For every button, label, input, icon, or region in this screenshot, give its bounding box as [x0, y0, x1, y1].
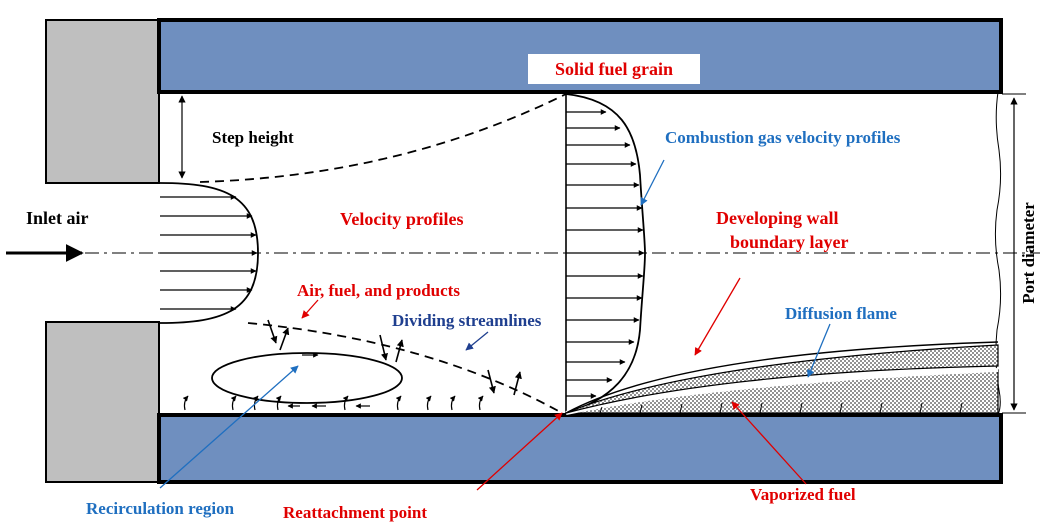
near-wall-flow-arrows	[182, 395, 484, 411]
lower-fuel-grain	[157, 413, 1003, 484]
solid-fuel-grain-label: Solid fuel grain	[555, 59, 673, 79]
lower-step-block	[45, 321, 160, 483]
air-fuel-products-label: Air, fuel, and products	[297, 281, 460, 300]
developing-wall-label-line1: Developing wall	[716, 208, 839, 228]
dividing-streamline-curve	[247, 322, 563, 414]
near-wall-arrow	[425, 395, 432, 411]
wall-tick	[719, 402, 723, 414]
developing-wall-leader	[694, 277, 741, 356]
vaporized-fuel-leader	[731, 401, 807, 485]
mixing-arrows	[267, 319, 522, 396]
reattachment-point-leader	[476, 412, 563, 491]
wall-tick	[599, 406, 603, 414]
upper-shear-layer	[199, 93, 567, 183]
dividing-streamlines-label: Dividing streamlines	[392, 311, 542, 330]
velocity-profiles-label: Velocity profiles	[340, 209, 464, 229]
recirculation-region-label: Recirculation region	[86, 499, 235, 518]
near-wall-arrow	[230, 395, 237, 411]
near-wall-arrow	[342, 395, 349, 411]
air-fuel-products-leader	[301, 299, 319, 319]
diffusion-flame-leader	[807, 323, 831, 378]
step-height-label: Step height	[212, 128, 294, 147]
boundary-layer-edge	[565, 341, 999, 414]
downstream-velocity-profile-curve	[565, 93, 646, 414]
mixing-arrow	[279, 327, 290, 351]
recirculation-flow-arrows	[287, 352, 370, 409]
wall-tick	[799, 402, 803, 414]
wall-surface-ticks	[599, 402, 963, 414]
port-diameter-label: Port diameter	[1019, 202, 1038, 304]
wall-tick	[679, 403, 683, 414]
recirculation-eddy	[211, 352, 403, 404]
wall-tick	[839, 402, 843, 414]
chamber-cut-edge	[994, 91, 1002, 416]
diffusion-flame-label: Diffusion flame	[785, 304, 897, 323]
recirculation-region-leader	[159, 365, 299, 489]
inlet-velocity-profile-curve	[159, 182, 259, 324]
near-wall-arrow	[477, 395, 484, 411]
vaporized-fuel-label: Vaporized fuel	[750, 485, 856, 504]
wall-tick	[879, 402, 883, 414]
mixing-arrow	[379, 334, 388, 361]
near-wall-arrow	[252, 395, 259, 411]
near-wall-arrow	[182, 395, 189, 411]
developing-wall-label-line2: boundary layer	[730, 232, 849, 252]
inlet-velocity-vectors	[160, 194, 258, 312]
combustion-products-layer	[565, 344, 999, 414]
dividing-streamlines-leader	[465, 331, 489, 351]
upper-step-block	[45, 19, 160, 184]
near-wall-arrow	[275, 395, 282, 411]
reattachment-point-label: Reattachment point	[283, 503, 427, 522]
wall-tick	[959, 402, 963, 414]
near-wall-arrow	[449, 395, 456, 411]
inlet-air-label: Inlet air	[26, 208, 89, 228]
mixing-arrow	[395, 339, 404, 363]
combustion-gas-velocity-profiles-label: Combustion gas velocity profiles	[665, 128, 901, 147]
combustion-gas-leader	[640, 159, 665, 206]
wall-tick	[919, 402, 923, 414]
near-wall-arrow	[395, 395, 402, 411]
mixing-arrow	[487, 369, 496, 394]
diffusion-flame-band	[565, 368, 999, 415]
solid-fuel-grain-label-box	[528, 54, 700, 84]
wall-tick	[639, 404, 643, 414]
mixing-arrow	[513, 371, 522, 396]
wall-tick	[759, 402, 763, 414]
mixing-arrow	[267, 319, 278, 344]
downstream-velocity-vectors	[566, 109, 645, 399]
